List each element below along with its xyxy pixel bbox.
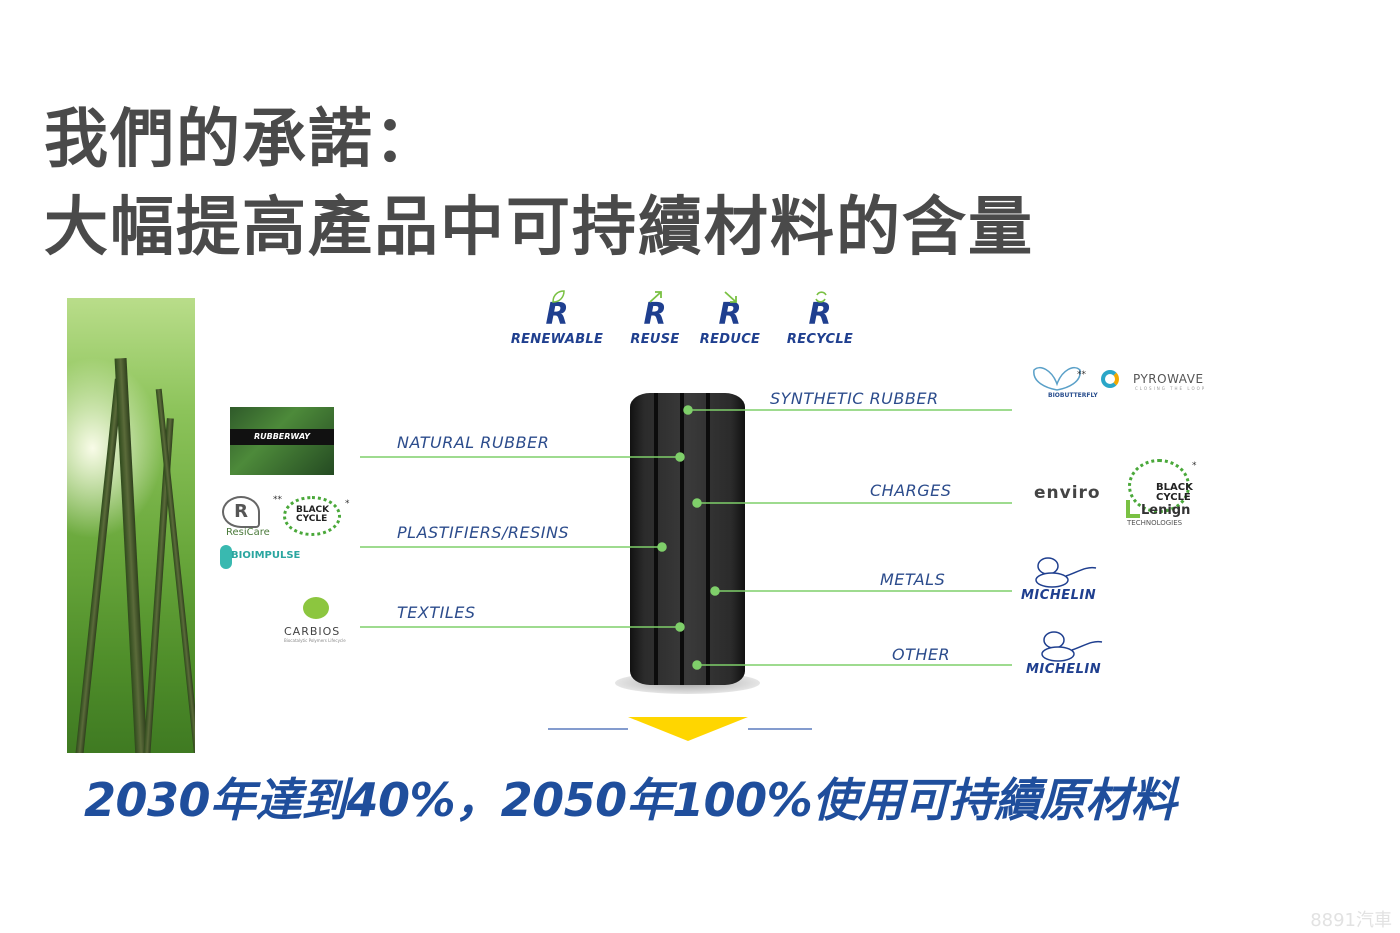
butterfly-icon bbox=[1033, 366, 1081, 391]
leaf-icon bbox=[552, 290, 565, 303]
other-label: OTHER bbox=[892, 645, 951, 664]
four-r-logos: R RENEWABLE R REUSE R REDUCE R RECYCLE bbox=[500, 288, 870, 358]
forest-image bbox=[67, 298, 195, 753]
carbios-mark-icon bbox=[303, 597, 329, 619]
page-title: 我們的承諾： 大幅提高產品中可持續材料的含量 bbox=[44, 96, 1034, 272]
title-line-2: 大幅提高產品中可持續材料的含量 bbox=[44, 191, 1034, 265]
natural-rubber-label: NATURAL RUBBER bbox=[397, 433, 550, 452]
plastifiers-resins-label: PLASTIFIERS/RESINS bbox=[397, 523, 570, 542]
tire-image bbox=[630, 393, 745, 685]
bibendum-icon bbox=[1041, 631, 1103, 662]
textiles-label: TEXTILES bbox=[397, 603, 476, 622]
reuse-label: REUSE bbox=[630, 332, 680, 347]
recycle-label: RECYCLE bbox=[786, 332, 854, 347]
charges-label: CHARGES bbox=[870, 481, 952, 500]
reuse-logo: R REUSE bbox=[620, 288, 690, 347]
synthetic-rubber-label: SYNTHETIC RUBBER bbox=[770, 389, 939, 408]
blackcycle-left-ring-icon bbox=[283, 496, 341, 536]
lenign-mark-icon bbox=[1126, 500, 1140, 518]
renewable-label: RENEWABLE bbox=[510, 332, 604, 347]
reduce-logo: R REDUCE bbox=[690, 288, 770, 347]
bioimpulse-mark-icon bbox=[220, 545, 232, 569]
reduce-label: REDUCE bbox=[699, 332, 761, 347]
pyrowave-mark-icon bbox=[1101, 370, 1119, 388]
resicare-r-icon: R bbox=[222, 496, 260, 528]
arrow-up-icon bbox=[649, 291, 662, 303]
recycle-logo: R RECYCLE bbox=[775, 288, 865, 347]
slogan: 2030年達到40%，2050年100%使用可持續原材料 bbox=[84, 773, 1177, 827]
enviro-logo: enviro bbox=[1034, 483, 1101, 503]
down-arrow-icon bbox=[628, 717, 748, 741]
title-line-1: 我們的承諾： bbox=[44, 103, 440, 177]
recycle-icon bbox=[815, 291, 827, 303]
metals-label: METALS bbox=[880, 570, 946, 589]
arrow-down-icon bbox=[724, 291, 737, 303]
watermark: 8891汽車 bbox=[1310, 910, 1392, 931]
blackcycle-right-ring-icon bbox=[1128, 459, 1190, 513]
rubberway-logo: RUBBERWAY bbox=[230, 407, 334, 475]
renewable-logo: R RENEWABLE bbox=[500, 288, 614, 347]
bibendum-icon bbox=[1035, 557, 1097, 588]
